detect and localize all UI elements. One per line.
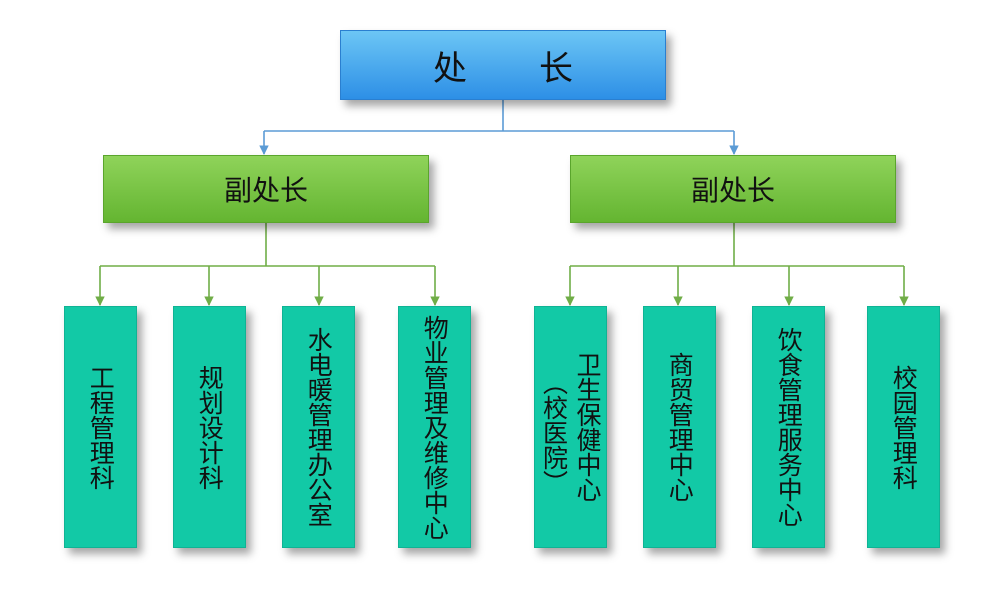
dept-label-planning: 规划设计科 [195, 364, 225, 490]
deputy-director-right-label: 副处长 [690, 174, 775, 207]
right-connectors [565, 223, 909, 306]
dept-box-commerce: 商贸管理中心 [643, 306, 716, 548]
dept-label-commerce: 商贸管理中心 [665, 352, 695, 502]
dept-label-campus: 校园管理科 [889, 364, 919, 490]
left-connectors [95, 223, 440, 306]
dept-label-health: 卫生保健中心 [573, 352, 602, 502]
dept-box-engineering: 工程管理科 [64, 306, 137, 548]
dept-label-catering: 饮食管理服务中心 [774, 327, 804, 527]
dept-sublabel-health: （校医院） [539, 370, 569, 495]
director-label: 处 长 [432, 48, 604, 89]
director-box: 处 长 [340, 30, 666, 100]
dept-box-campus: 校园管理科 [867, 306, 940, 548]
dept-box-property: 物业管理及维修中心 [398, 306, 471, 548]
dept-box-planning: 规划设计科 [173, 306, 246, 548]
dept-box-utilities: 水电暖管理办公室 [282, 306, 355, 548]
dept-label-property: 物业管理及维修中心 [420, 314, 450, 540]
deputy-director-right-box: 副处长 [570, 155, 896, 223]
dept-label-engineering: 工程管理科 [86, 364, 116, 490]
dept-health-columns: 卫生保健中心 （校医院） [539, 352, 603, 502]
deputy-director-left-box: 副处长 [103, 155, 429, 223]
dept-label-utilities: 水电暖管理办公室 [304, 327, 334, 527]
deputy-director-left-label: 副处长 [223, 174, 308, 207]
dept-box-catering: 饮食管理服务中心 [752, 306, 825, 548]
dept-box-health: 卫生保健中心 （校医院） [534, 306, 607, 548]
top-connectors [259, 100, 739, 155]
